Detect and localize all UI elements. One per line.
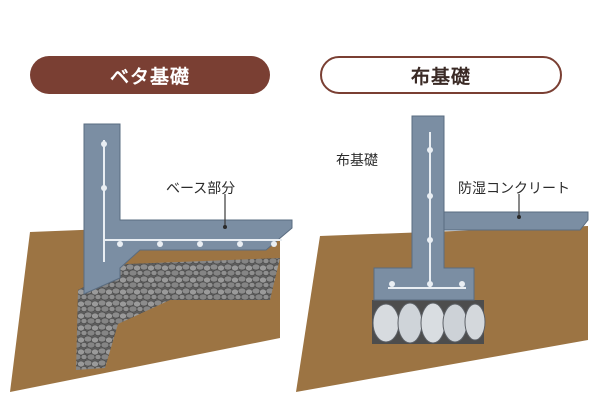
concrete-left	[83, 123, 293, 295]
label-base-part: ベース部分	[166, 181, 236, 197]
gravel-left	[76, 258, 280, 370]
moisture-concrete-slab	[435, 211, 589, 231]
title-beta-foundation: ベタ基礎	[30, 56, 270, 94]
title-strip-foundation: 布基礎	[320, 56, 562, 94]
stone-bed	[372, 300, 486, 344]
strip-foundation-concrete	[373, 115, 475, 301]
label-strip-foundation: 布基礎	[336, 153, 378, 169]
title-beta-foundation-text: ベタ基礎	[109, 65, 190, 88]
title-strip-foundation-text: 布基礎	[410, 65, 471, 88]
label-moisture-proof-concrete: 防湿コンクリート	[458, 181, 570, 197]
